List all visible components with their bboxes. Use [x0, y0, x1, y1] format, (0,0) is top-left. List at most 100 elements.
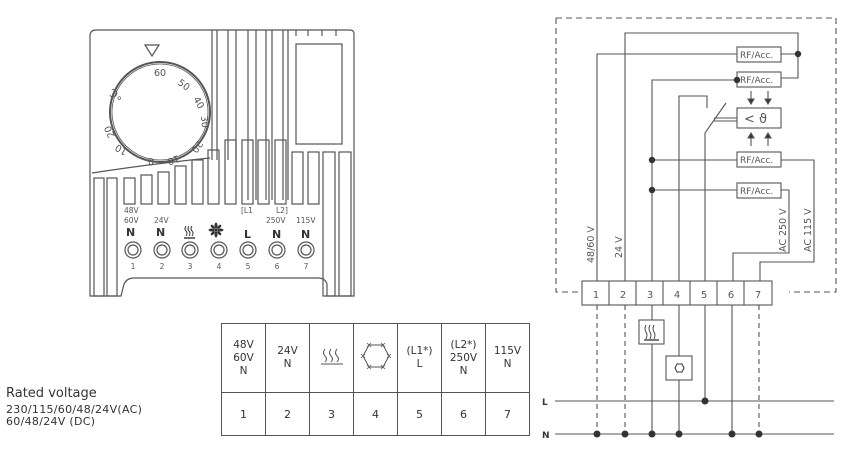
term-num-5: 5 [246, 262, 251, 271]
number-cell-2: 2 [265, 392, 310, 436]
term7-mid: 115V [296, 216, 316, 225]
term2-mid: 24V [154, 216, 170, 225]
screw-5[interactable] [239, 241, 257, 259]
sch-term-1: 1 [593, 290, 599, 301]
bus-label-N: N [542, 431, 550, 441]
dial-unit-label: °C [108, 86, 125, 103]
dial-pointer-icon [143, 44, 161, 58]
rf-label-2: RF/Acc. [740, 76, 773, 86]
sch-term-2: 2 [620, 290, 626, 301]
number-cell-7: 7 [485, 392, 530, 436]
rf-acc-box-1 [736, 46, 782, 63]
sch-term-6: 6 [728, 290, 734, 301]
wire-voltage-labels: 48/60 V 24 V AC 250 V AC 115 V [586, 208, 814, 263]
screw-7[interactable] [297, 241, 315, 259]
wire-7 [759, 159, 815, 281]
sch-term-4: 4 [674, 290, 680, 301]
wire-4 [678, 95, 708, 281]
dial-mark-40: 40 [190, 95, 206, 111]
heater-icon [644, 324, 659, 341]
rf-acc-box-3 [736, 151, 782, 168]
wiring-schematic [555, 17, 837, 435]
heater-icon [320, 348, 343, 365]
thermostat-device [89, 29, 355, 297]
dial-scale: 60 50 40 30 20 10 0 10 20 °C [103, 68, 210, 167]
sensor-box [736, 107, 782, 129]
term6-main: N [272, 228, 281, 241]
wire-label-ac115v: AC 115 V [803, 208, 814, 252]
rf-label-4: RF/Acc. [740, 187, 773, 197]
sch-term-7: 7 [755, 290, 761, 301]
term5-top: [L1 [241, 206, 253, 215]
dial-mark-60: 60 [154, 68, 166, 79]
junction-dots [593, 50, 802, 438]
wire-label-48-60v: 48/60 V [586, 226, 597, 263]
sensor-label: < ϑ [744, 112, 767, 127]
fan-load-box [665, 355, 693, 381]
screw-4[interactable] [210, 241, 228, 259]
fan-icon [208, 222, 224, 238]
rf-label-1: RF/Acc. [740, 51, 773, 61]
dial-mark-0: 0 [148, 155, 154, 166]
term1-main: N [126, 226, 135, 239]
heater-icon [184, 225, 195, 239]
top-ribs [211, 30, 289, 200]
device-terminal-numbers: 1 2 3 4 5 6 7 [131, 262, 309, 271]
device-terminal-labels: 48V 60V 24V [L1 L2] 250V 115V N N L N N [124, 206, 316, 241]
fan-icon [674, 363, 685, 373]
term6-top: L2] [276, 206, 288, 215]
schematic-terminal-numbers: 1 2 3 4 5 6 7 [593, 290, 761, 301]
term6-mid: 250V [266, 216, 286, 225]
header-cell-4 [353, 323, 398, 393]
number-cell-5: 5 [397, 392, 442, 436]
screw-2[interactable] [153, 241, 171, 259]
term-num-1: 1 [131, 262, 136, 271]
wire-1 [596, 53, 737, 281]
term1-mid: 60V [124, 216, 140, 225]
terminal-table-number-row: 1 2 3 4 5 6 7 [221, 392, 530, 436]
device-screw-terminals [124, 241, 315, 259]
number-cell-3: 3 [309, 392, 354, 436]
header-cell-3 [309, 323, 354, 393]
rated-voltage-ac: 230/115/60/48/24V(AC) [6, 403, 143, 416]
device-body [89, 29, 355, 297]
term-num-2: 2 [160, 262, 165, 271]
screw-1[interactable] [124, 241, 142, 259]
arrow-icons [747, 91, 772, 146]
wire-6 [732, 189, 790, 281]
dial-mark-minus10: 10 [114, 141, 130, 157]
term-num-4: 4 [217, 262, 222, 271]
term-num-6: 6 [275, 262, 280, 271]
term7-main: N [301, 228, 310, 241]
wire-3 [651, 79, 737, 281]
rf-label-3: RF/Acc. [740, 156, 773, 166]
screw-6[interactable] [268, 241, 286, 259]
fan-icon [360, 342, 391, 370]
term2-main: N [156, 226, 165, 239]
term-num-3: 3 [188, 262, 193, 271]
sch-term-3: 3 [647, 290, 653, 301]
screw-3[interactable] [181, 241, 199, 259]
rf-acc-box-4 [736, 182, 782, 199]
bus-label-L: L [542, 398, 548, 408]
temperature-dial[interactable] [109, 61, 211, 163]
lower-ribs [93, 139, 352, 297]
dial-mark-30: 30 [198, 115, 210, 128]
dial-mark-minus20: 20 [103, 124, 118, 140]
wire-label-24v: 24 V [614, 236, 625, 258]
term-num-7: 7 [304, 262, 309, 271]
rf-labels: RF/Acc. RF/Acc. RF/Acc. RF/Acc. < ϑ [740, 51, 773, 197]
header-cell-5: (L1*)L [397, 323, 442, 393]
display-window [295, 43, 343, 145]
terminal-block [581, 280, 773, 306]
rated-voltage-dc: 60/48/24V (DC) [6, 415, 96, 428]
number-cell-1: 1 [221, 392, 266, 436]
term1-top: 48V [124, 206, 140, 215]
